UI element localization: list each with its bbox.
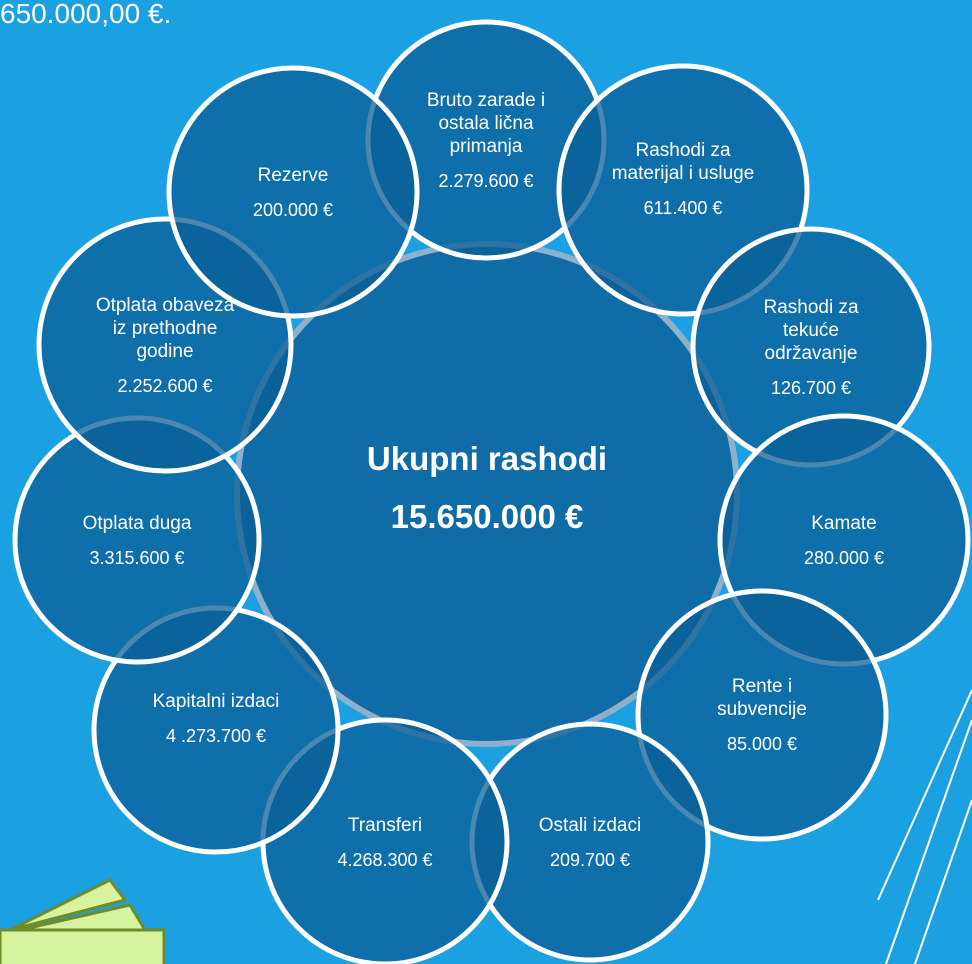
header-text: 650.000,00 €. (0, 0, 172, 29)
expense-label: Otplata duga 3.315.600 € (62, 512, 212, 570)
expense-amount: 126.700 € (770, 377, 852, 398)
expense-name: Kapitalni izdaci (152, 691, 280, 712)
decorative-lines (877, 689, 972, 964)
expense-circle (166, 65, 420, 319)
expense-label: Transferi 4.268.300 € (310, 814, 460, 872)
decorative-line (877, 689, 972, 901)
expense-name: Bruto zarade i ostala lična primanja (426, 89, 546, 157)
expense-circle (635, 588, 889, 842)
expense-amount: 280.000 € (803, 547, 885, 568)
expense-label: Kamate 280.000 € (769, 512, 919, 570)
expense-name: Rashodi za tekuće održavanje (763, 296, 859, 364)
expense-amount: 2.252.600 € (117, 375, 213, 396)
expense-label: Ostali izdaci 209.700 € (515, 814, 665, 872)
expense-label: Kapitalni izdaci 4 .273.700 € (141, 690, 291, 748)
decorative-line (914, 799, 972, 964)
expense-name: Kamate (811, 512, 877, 534)
expense-label: Rezerve 200.000 € (218, 164, 368, 222)
decorative-line (885, 719, 972, 964)
expense-label: Rashodi za materijal i usluge 611.400 € (608, 139, 758, 220)
expense-amount: 209.700 € (549, 849, 631, 870)
expense-amount: 85.000 € (726, 734, 798, 754)
expense-label: Rente i subvencije 85.000 € (687, 675, 837, 756)
money-stack-icon (0, 878, 166, 964)
expense-name: Otplata duga (82, 512, 192, 534)
expense-amount: 3.315.600 € (89, 547, 185, 568)
total-block: Ukupni rashodi 15.650.000 € (317, 440, 657, 536)
expense-label: Bruto zarade i ostala lična primanja 2.27… (411, 89, 561, 193)
expense-label: Rashodi za tekuće održavanje 126.700 € (736, 296, 886, 400)
expense-amount: 200.000 € (252, 199, 334, 220)
expense-amount: 2.279.600 € (438, 170, 534, 191)
expense-name: Rashodi za materijal i usluge (611, 139, 755, 184)
expense-name: Otplata obaveza iz prethodne godine (95, 294, 235, 362)
expense-amount: 4.268.300 € (337, 849, 433, 870)
expense-name: Transferi (347, 814, 423, 836)
expense-name: Rezerve (257, 164, 329, 186)
expense-amount: 611.400 € (643, 197, 723, 218)
expense-amount: 4 .273.700 € (165, 726, 267, 746)
expense-name: Ostali izdaci (538, 814, 642, 836)
expense-label: Otplata obaveza iz prethodne godine 2.252… (90, 294, 240, 398)
expense-name: Rente i subvencije (717, 676, 807, 720)
total-title: Ukupni rashodi (366, 440, 608, 477)
total-value: 15.650.000 € (390, 498, 584, 535)
